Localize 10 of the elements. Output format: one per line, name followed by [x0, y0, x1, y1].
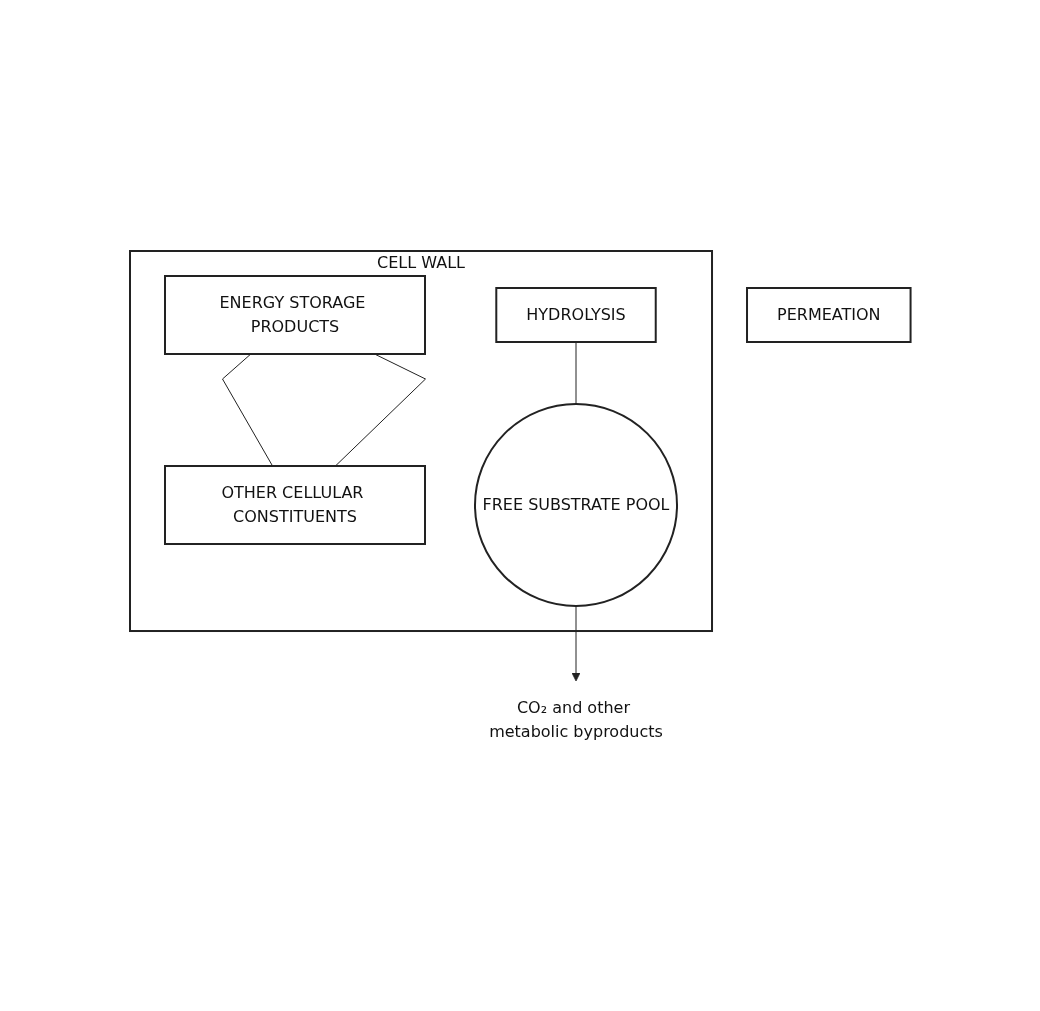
node-box: PERMEATION	[745, 287, 912, 344]
node-circle: FREE SUBSTRATE POOL	[473, 403, 678, 608]
node-box: OTHER CELLULAR CONSTITUENTS	[163, 465, 426, 546]
connector	[575, 342, 577, 405]
node-box: HYDROLYSIS	[495, 287, 657, 344]
arrow	[571, 606, 581, 682]
node-box: ENERGY STORAGE PRODUCTS	[163, 275, 426, 356]
connector	[334, 354, 426, 467]
connector	[221, 354, 273, 467]
node-text: CO₂ and other metabolic byproducts	[488, 698, 663, 742]
